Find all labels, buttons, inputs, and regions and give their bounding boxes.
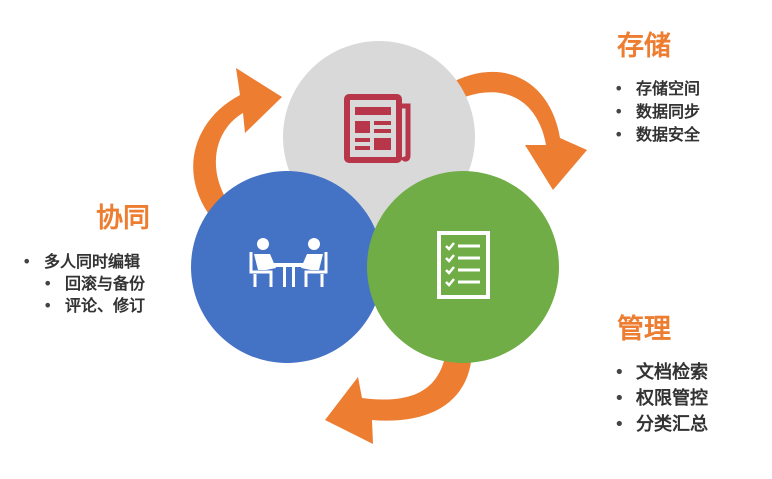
arrow-bottom xyxy=(325,352,472,444)
management-heading: 管理 xyxy=(617,314,671,345)
storage-bullet-list: 存储空间 数据同步 数据安全 xyxy=(614,77,700,146)
arrow-top-right xyxy=(447,71,587,190)
storage-heading: 存储 xyxy=(617,31,671,62)
management-bullet-list: 文档检索 权限管控 分类汇总 xyxy=(614,360,708,438)
checklist-icon xyxy=(437,231,490,299)
management-bullet-item: 分类汇总 xyxy=(614,412,708,438)
management-bullet-item: 文档检索 xyxy=(614,360,708,386)
storage-bullet-item: 数据安全 xyxy=(614,123,700,146)
management-bullet-item: 权限管控 xyxy=(614,386,708,412)
collaboration-bullet-item: 多人同时编辑 xyxy=(22,251,145,273)
newspaper-icon xyxy=(344,94,411,163)
meeting-icon xyxy=(249,238,328,287)
storage-bullet-item: 数据同步 xyxy=(614,100,700,123)
collaboration-bullet-item: 回滚与备份 xyxy=(43,273,145,295)
collaboration-bullet-list: 多人同时编辑 回滚与备份 评论、修订 xyxy=(22,251,145,317)
storage-bullet-item: 存储空间 xyxy=(614,77,700,100)
arrow-top-left xyxy=(193,68,282,213)
management-circle xyxy=(367,171,559,363)
collaboration-heading: 协同 xyxy=(96,203,150,234)
collaboration-bullet-item: 评论、修订 xyxy=(43,295,145,317)
